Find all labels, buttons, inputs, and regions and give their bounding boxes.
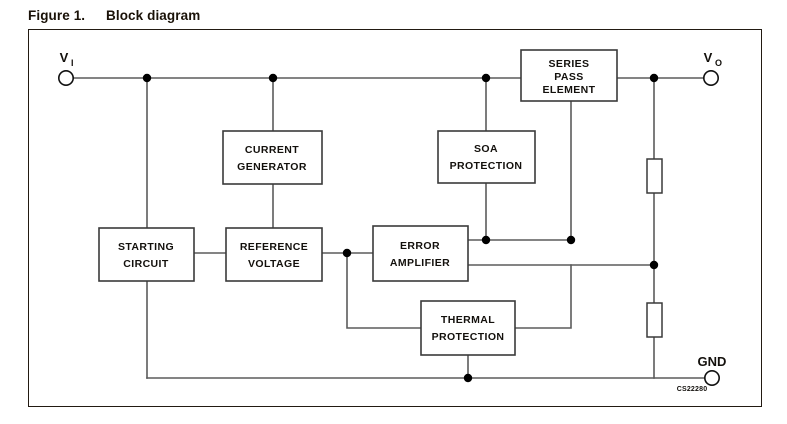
block-label-soa-protection-line1: SOA — [474, 143, 498, 155]
block-label-thermal-protection-line2: PROTECTION — [432, 331, 505, 343]
block-soa-protection[interactable]: SOA PROTECTION — [437, 130, 536, 184]
block-error-amplifier[interactable]: ERROR AMPLIFIER — [372, 225, 469, 282]
junction-error-amp-out-soa — [481, 235, 491, 245]
input-terminal-label: V — [60, 50, 69, 65]
output-terminal-subscript: O — [715, 58, 722, 68]
upper-divider-resistor — [646, 158, 663, 194]
block-label-series-pass-element-line1: SERIES — [549, 58, 590, 70]
wire-thermal-protection-output — [514, 264, 572, 329]
block-label-current-generator-line1: CURRENT — [245, 144, 299, 156]
block-label-soa-protection-line2: PROTECTION — [450, 160, 523, 172]
drawing-code-label: CS22280 — [677, 386, 708, 393]
block-label-error-amplifier-line2: AMPLIFIER — [390, 257, 450, 269]
block-label-starting-circuit-line2: CIRCUIT — [123, 258, 169, 270]
block-label-starting-circuit-line1: STARTING — [118, 241, 174, 253]
block-label-current-generator-line2: GENERATOR — [237, 161, 307, 173]
block-starting-circuit[interactable]: STARTING CIRCUIT — [98, 227, 195, 282]
block-label-reference-voltage-line1: REFERENCE — [240, 241, 308, 253]
input-terminal-subscript: I — [71, 58, 74, 68]
wiring-layer — [73, 77, 705, 379]
figure-caption: Figure 1. Block diagram — [28, 8, 200, 23]
block-series-pass-element[interactable]: SERIES PASS ELEMENT — [520, 49, 618, 102]
block-label-thermal-protection-line1: THERMAL — [441, 314, 495, 326]
block-thermal-protection[interactable]: THERMAL PROTECTION — [420, 300, 516, 356]
figure-number: Figure 1. — [28, 8, 86, 23]
blocks-layer: SERIES PASS ELEMENT CURRENT GENERATOR SO… — [98, 49, 618, 356]
block-label-reference-voltage-line2: VOLTAGE — [248, 258, 300, 270]
block-reference-voltage[interactable]: REFERENCE VOLTAGE — [225, 227, 323, 282]
wire-reference-to-thermal-protection — [346, 252, 422, 329]
block-label-series-pass-element-line2: PASS — [554, 71, 583, 83]
terminals-layer: V I V O GND — [57, 50, 727, 386]
junctions-layer — [142, 73, 659, 383]
lower-divider-resistor — [646, 302, 663, 338]
block-label-error-amplifier-line1: ERROR — [400, 240, 440, 252]
block-label-series-pass-element-line3: ELEMENT — [543, 84, 596, 96]
figure-border — [28, 29, 762, 407]
junction-soa-tap — [481, 73, 491, 83]
output-terminal[interactable]: V O — [702, 50, 722, 87]
junction-error-amp-out-pass — [566, 235, 576, 245]
junction-divider-midpoint — [649, 260, 659, 270]
output-terminal-label: V — [704, 50, 713, 65]
junction-input-rail-start — [142, 73, 152, 83]
junction-ground-rail-thermal — [463, 373, 473, 383]
input-terminal[interactable]: V I — [57, 50, 74, 87]
resistors-layer — [646, 158, 663, 338]
ground-terminal[interactable]: GND — [698, 354, 727, 386]
block-current-generator[interactable]: CURRENT GENERATOR — [222, 130, 323, 185]
figure-title: Block diagram — [106, 8, 201, 23]
junction-reference-error-amp — [342, 248, 352, 258]
junction-current-generator-tap — [268, 73, 278, 83]
junction-output-rail — [649, 73, 659, 83]
ground-terminal-label: GND — [698, 354, 727, 369]
